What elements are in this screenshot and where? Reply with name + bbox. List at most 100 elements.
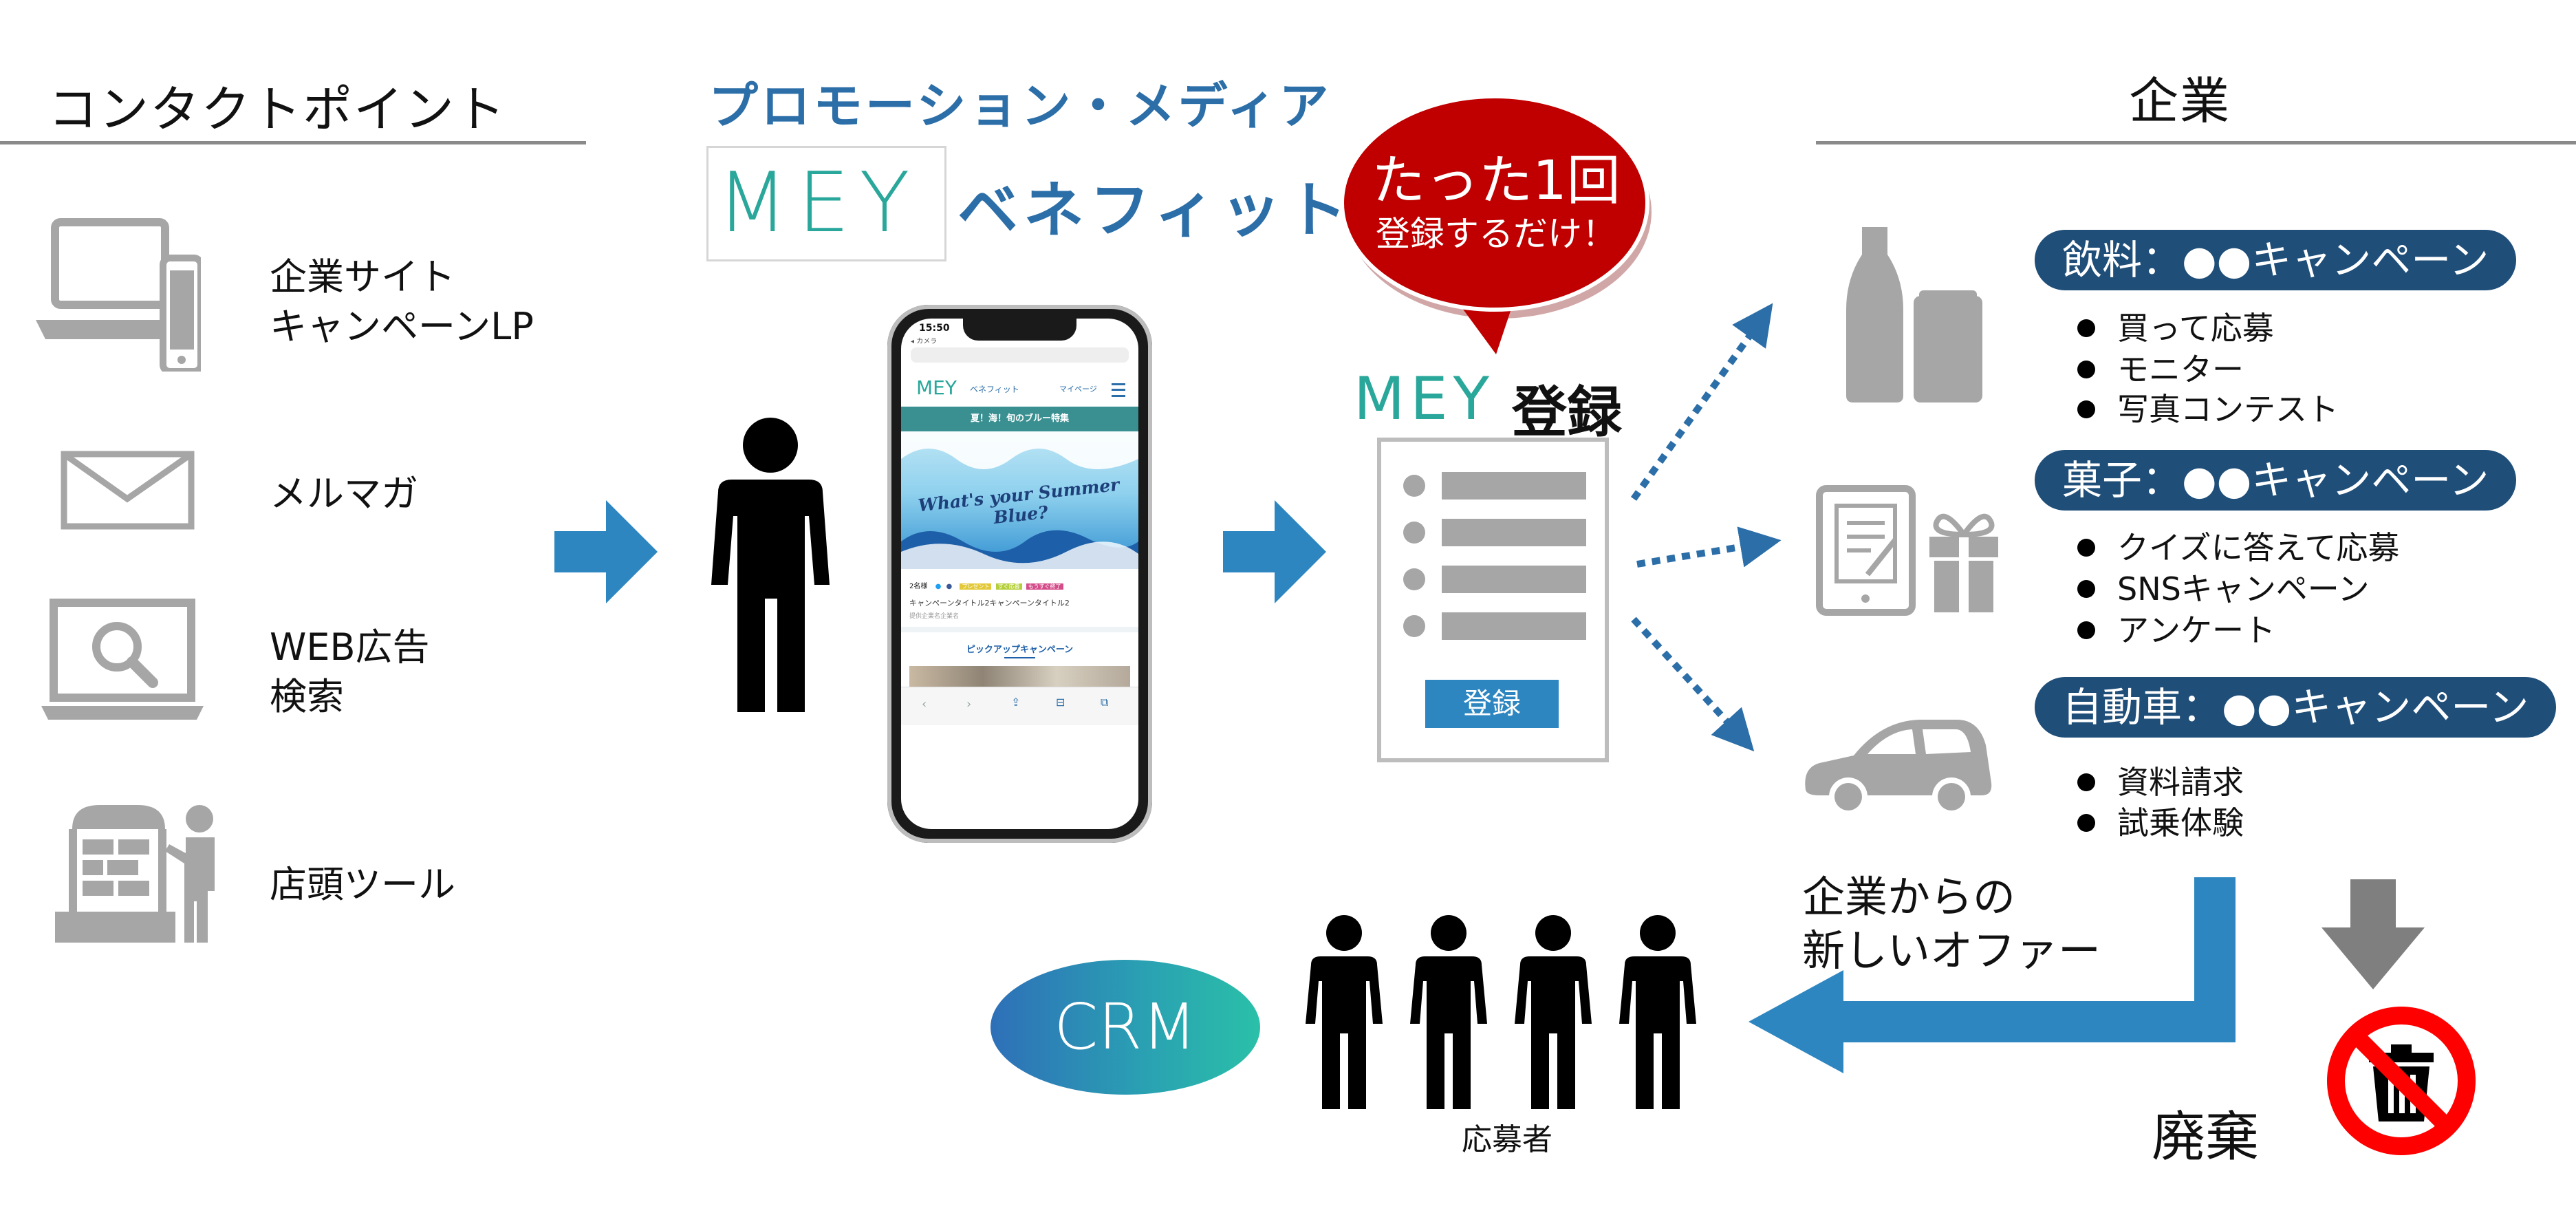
phone-tag-2: もうすぐ終了 <box>1026 583 1063 590</box>
company-title: 企業 <box>2129 72 2231 130</box>
promo-logo-text: MEY <box>717 155 920 251</box>
envelope-icon <box>61 451 195 530</box>
bullet-text: 買って応募 <box>2117 310 2274 347</box>
contact-item-site-line1: 企業サイト <box>270 255 455 299</box>
campaign-pill-sweets[interactable]: 菓子：●●キャンペーン <box>2035 450 2517 511</box>
phone-tag-1: すぐ応募 <box>995 583 1022 590</box>
phone-screen: 15:50 ◂ カメラ MEY ベネフィット マイページ 夏！海！旬のブルー特集… <box>901 319 1138 829</box>
campaign-pill-cars[interactable]: 自動車：●●キャンペーン <box>2035 677 2557 738</box>
speech-bubble <box>1340 96 1652 354</box>
no-trash-icon <box>2327 1007 2476 1155</box>
phone-pickup-underline <box>1004 657 1035 658</box>
bubble-line2: 登録するだけ！ <box>1376 214 1616 254</box>
bullet-text: 写真コンテスト <box>2117 391 2339 428</box>
bullet-text: 資料請求 <box>2117 764 2244 801</box>
contact-points-title: コンタクトポイント <box>48 80 507 138</box>
bullet-text: クイズに答えて応募 <box>2117 529 2400 566</box>
bullet-text: SNSキャンペーン <box>2117 570 2370 608</box>
register-button[interactable]: 登録 <box>1425 680 1559 728</box>
hamburger-icon[interactable] <box>1112 383 1125 397</box>
twitter-icon[interactable]: ● <box>935 583 942 590</box>
arrow-right-1 <box>554 500 658 603</box>
registration-logo: MEY <box>1354 365 1495 433</box>
bullet-text: アンケート <box>2117 612 2275 649</box>
crm-label: CRM <box>1054 990 1197 1064</box>
crm-ellipse[interactable]: CRM <box>991 960 1260 1095</box>
promo-logo-box: MEY <box>706 146 946 261</box>
bullet-text: モニター <box>2117 351 2244 388</box>
tablet-gift-icon <box>1816 485 1998 616</box>
contact-item-web-label: WEB広告 検索 <box>270 623 430 722</box>
offer-line2: 新しいオファー <box>1802 925 2101 976</box>
car-icon <box>1805 720 1992 816</box>
phone-menu-label: マイページ <box>1059 385 1097 394</box>
wave-decoration <box>901 431 1138 569</box>
bottle-can-icon <box>1846 227 1982 402</box>
contact-item-mail-label: メルマガ <box>270 472 418 515</box>
company-rule <box>1816 141 2576 144</box>
phone-campaign-sub: 提供企業名企業名 <box>909 613 960 620</box>
phone-bottom-bar: ‹ › ⇪ ⊟ ⧉ <box>901 687 1138 725</box>
share-icon[interactable]: ⇪ <box>1011 696 1021 709</box>
form-row <box>1403 566 1586 593</box>
disposal-label: 廃棄 <box>2152 1106 2260 1168</box>
bubble-line1: たった1回 <box>1372 150 1621 212</box>
bullet-cars-0: 資料請求 <box>2077 762 2244 803</box>
phone-hero: What's your Summer Blue? <box>901 431 1138 569</box>
phone-divider <box>901 627 1138 632</box>
applicants-label: 応募者 <box>1462 1122 1552 1157</box>
person-icon <box>711 418 830 712</box>
down-arrow <box>2321 879 2425 989</box>
bullet-drinks-2: 写真コンテスト <box>2077 389 2339 430</box>
bullet-text: 試乗体験 <box>2117 804 2244 841</box>
offer-return-arrow <box>1749 877 2236 1073</box>
offer-line1: 企業からの <box>1802 872 2016 922</box>
bullet-sweets-2: アンケート <box>2077 610 2275 651</box>
promo-logo-sub: ベネフィット <box>957 175 1353 246</box>
form-row <box>1403 472 1586 500</box>
contact-item-site-line2: キャンペーンLP <box>270 305 534 348</box>
bullet-drinks-1: モニター <box>2077 349 2244 390</box>
phone-tag-0: プレゼント <box>960 583 992 590</box>
phone-notch <box>963 319 1076 341</box>
offer-text: 企業からの 新しいオファー <box>1802 870 2101 978</box>
bullet-sweets-0: クイズに答えて応募 <box>2077 527 2399 568</box>
bullet-sweets-1: SNSキャンペーン <box>2077 568 2370 610</box>
registration-form: 登録 <box>1377 438 1609 762</box>
dotted-arrows <box>1630 303 1782 752</box>
phone-share-label: 2名様 <box>909 583 928 590</box>
monitor-search-icon <box>41 599 204 720</box>
tabs-icon[interactable]: ⧉ <box>1101 696 1109 709</box>
contact-item-web-line1: WEB広告 <box>270 625 430 669</box>
phone-banner: 夏！海！旬のブルー特集 <box>901 407 1138 431</box>
phone-thumbnails <box>909 666 1130 687</box>
smartphone: 15:50 ◂ カメラ MEY ベネフィット マイページ 夏！海！旬のブルー特集… <box>887 305 1152 843</box>
phone-campaign-title[interactable]: キャンペーンタイトル2キャンペーンタイトル2 <box>909 599 1070 608</box>
contact-item-site-label: 企業サイト キャンペーンLP <box>270 253 534 352</box>
forward-icon[interactable]: › <box>966 697 972 711</box>
facebook-icon[interactable]: ● <box>946 583 953 590</box>
bookmarks-icon[interactable]: ⊟ <box>1056 696 1065 709</box>
phone-share-row: 2名様 ● ● プレゼント すぐ応募 もうすぐ終了 <box>909 580 1133 594</box>
contact-item-store-label: 店頭ツール <box>270 863 455 906</box>
contact-points-rule <box>0 141 586 144</box>
registration-title: 登録 <box>1512 380 1622 444</box>
bullet-cars-1: 試乗体験 <box>2077 802 2244 844</box>
phone-logo: MEY <box>916 376 957 399</box>
applicants-icon <box>1306 915 1696 1109</box>
campaign-pill-drinks[interactable]: 飲料：●●キャンペーン <box>2035 230 2517 290</box>
contact-item-web-line2: 検索 <box>270 675 344 718</box>
back-icon[interactable]: ‹ <box>922 697 927 711</box>
phone-camera-label: ◂ カメラ <box>911 338 938 345</box>
phone-url-bar <box>911 347 1129 363</box>
form-row <box>1403 519 1586 546</box>
laptop-phone-icon <box>36 218 201 372</box>
phone-header: MEY ベネフィット マイページ <box>901 371 1138 405</box>
phone-time: 15:50 <box>919 323 950 334</box>
bullet-drinks-0: 買って応募 <box>2077 308 2274 349</box>
form-row <box>1403 612 1586 640</box>
arrow-right-2 <box>1223 500 1326 603</box>
promo-title: プロモーション・メディア <box>708 77 1332 135</box>
phone-pickup-heading: ピックアップキャンペーン <box>966 645 1074 655</box>
storefront-person-icon <box>55 805 215 943</box>
